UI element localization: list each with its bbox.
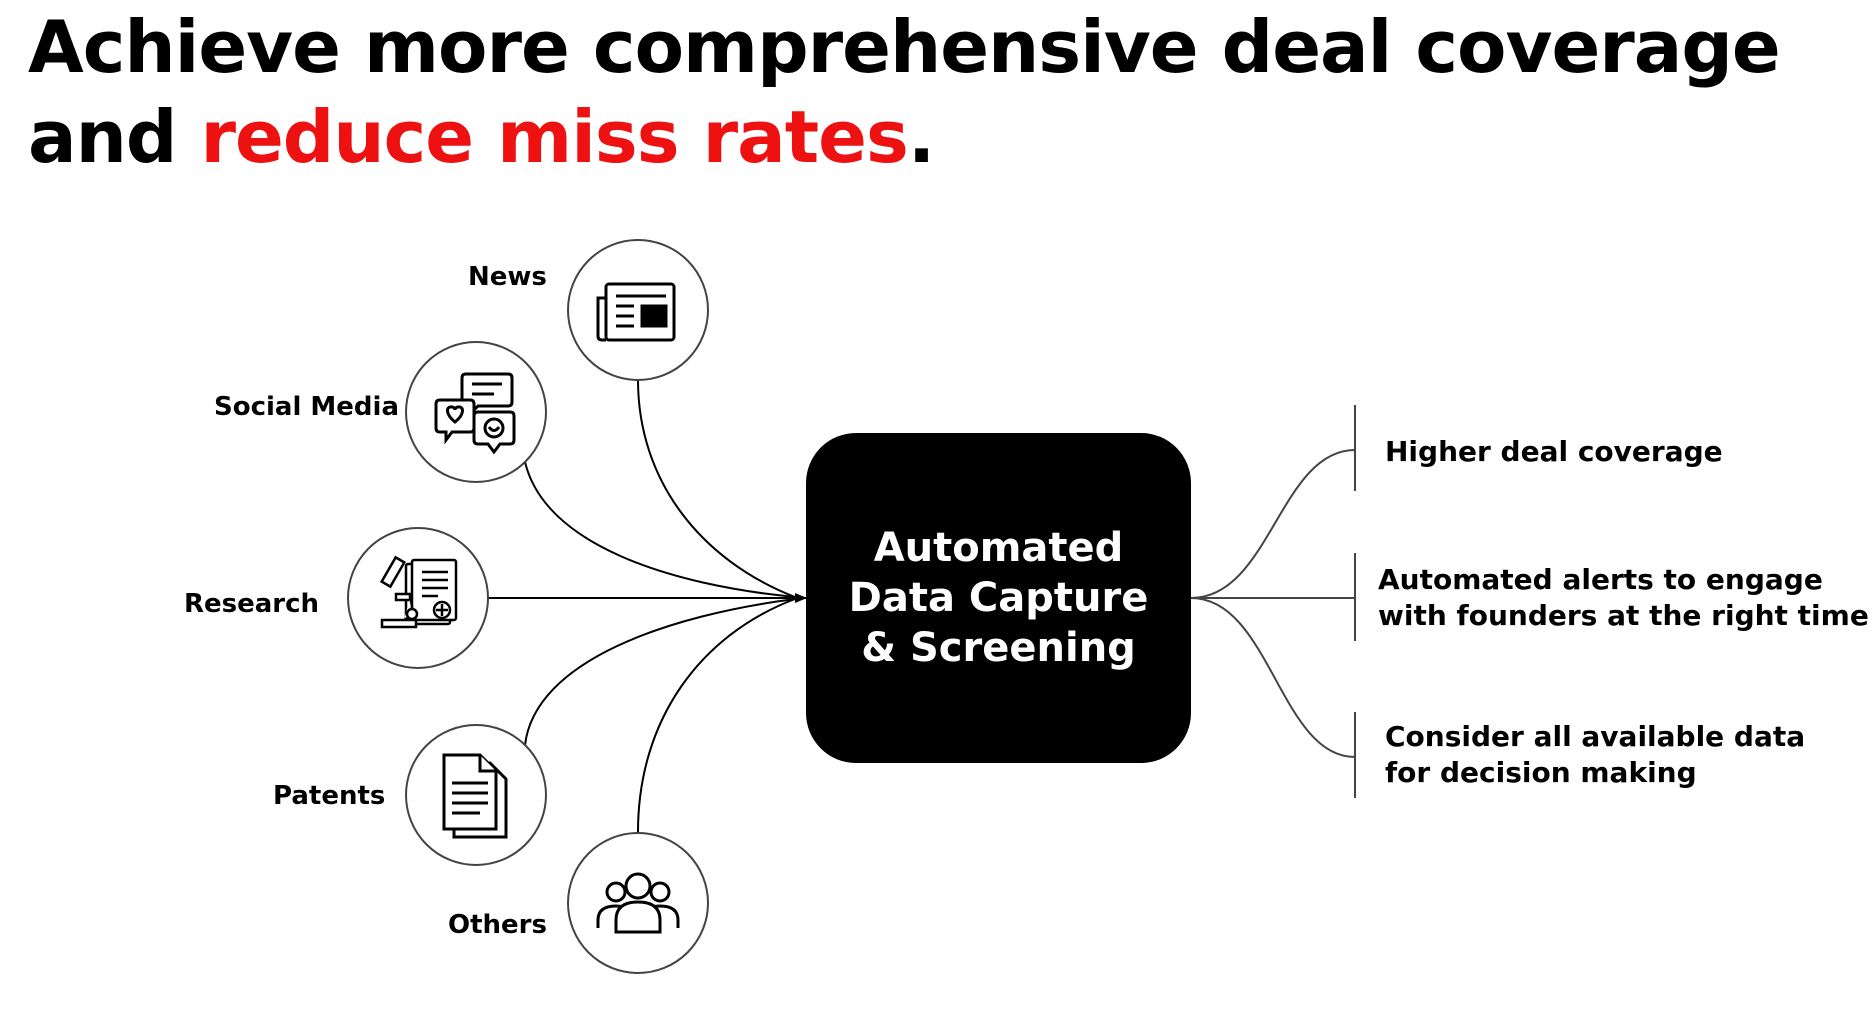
outcome-automated-alerts: Automated alerts to engage with founders… — [1378, 562, 1869, 634]
headline-line1: Achieve more comprehensive deal coverage — [28, 5, 1781, 89]
microscope-document-icon — [379, 555, 458, 629]
news-circle — [567, 239, 709, 381]
outcome-3-line2: for decision making — [1385, 756, 1697, 789]
source-label-social-media: Social Media — [214, 392, 399, 422]
outcome-higher-coverage: Higher deal coverage — [1385, 434, 1723, 470]
outcome-all-data: Consider all available data for decision… — [1385, 719, 1805, 791]
hub-line2: Data Capture — [848, 575, 1149, 621]
source-label-news: News — [468, 262, 547, 292]
hub-label: Automated Data Capture & Screening — [839, 523, 1159, 673]
outcome-connectors — [1190, 405, 1356, 798]
connector-patents — [524, 598, 796, 746]
chat-bubbles-icon — [434, 372, 516, 455]
branch-all-data — [1190, 597, 1356, 758]
documents-icon — [442, 753, 508, 839]
outcome-1-line1: Higher deal coverage — [1385, 435, 1723, 468]
outcome-2-line2: with founders at the right time — [1378, 599, 1869, 632]
branch-higher-coverage — [1190, 449, 1356, 599]
outcome-2-line1: Automated alerts to engage — [1378, 563, 1823, 596]
outcome-3-line1: Consider all available data — [1385, 720, 1806, 753]
headline-line2-prefix: and — [28, 95, 201, 179]
source-connectors — [488, 379, 796, 833]
connector-others — [637, 598, 796, 833]
headline-highlight: reduce miss rates — [200, 95, 908, 179]
connector-news — [637, 379, 796, 598]
headline: Achieve more comprehensive deal coverage… — [28, 2, 1781, 182]
connector-social-media — [524, 461, 796, 598]
group-icon — [596, 872, 680, 934]
source-label-others: Others — [448, 910, 547, 940]
hub-line1: Automated — [873, 525, 1124, 571]
hub-box: Automated Data Capture & Screening — [806, 433, 1191, 763]
headline-line2-suffix: . — [907, 95, 935, 179]
source-label-research: Research — [184, 589, 320, 619]
newspaper-icon — [596, 282, 676, 342]
source-label-patents: Patents — [273, 781, 386, 811]
hub-line3: & Screening — [861, 625, 1136, 671]
